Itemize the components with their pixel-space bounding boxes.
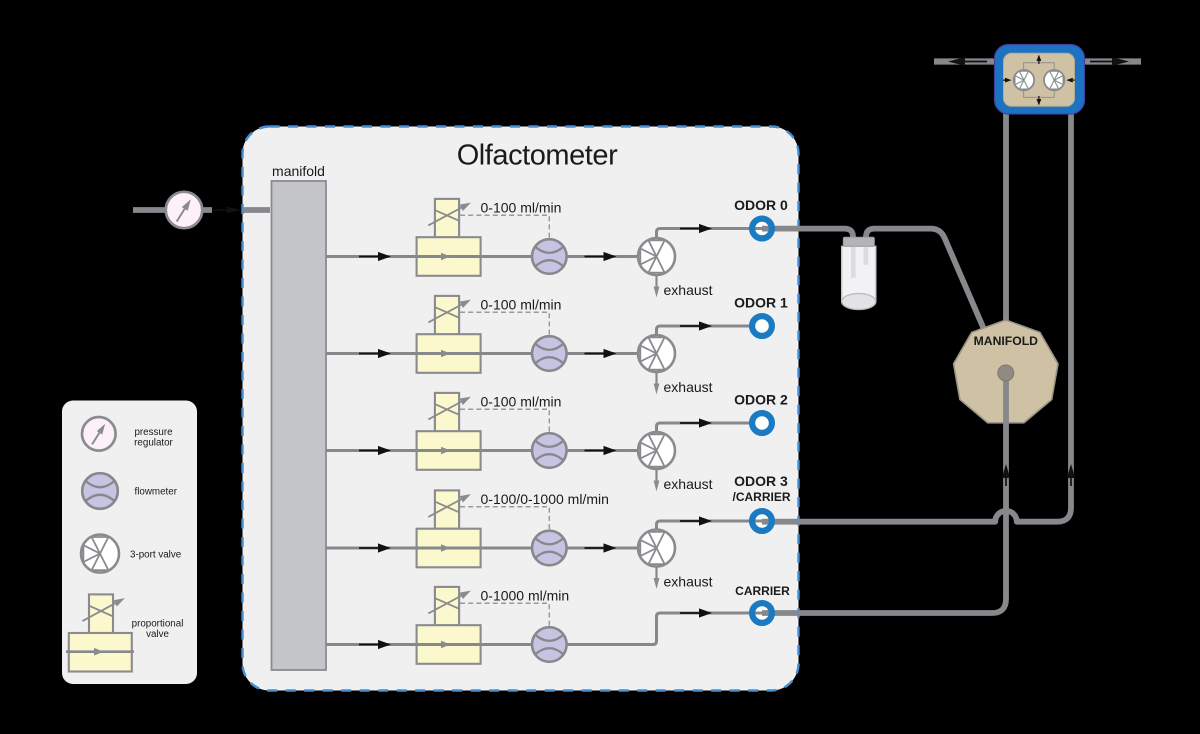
svg-text:proportional: proportional xyxy=(132,618,184,629)
svg-text:flowmeter: flowmeter xyxy=(135,487,178,498)
svg-text:ODOR 0: ODOR 0 xyxy=(734,197,788,213)
svg-text:exhaust: exhaust xyxy=(664,282,713,298)
svg-text:0-100 ml/min: 0-100 ml/min xyxy=(481,199,562,215)
svg-text:0-100 ml/min: 0-100 ml/min xyxy=(481,296,562,312)
svg-text:ODOR 3: ODOR 3 xyxy=(734,473,788,489)
svg-text:/CARRIER: /CARRIER xyxy=(732,490,790,504)
svg-text:ODOR 2: ODOR 2 xyxy=(734,392,788,408)
svg-text:Olfactometer: Olfactometer xyxy=(457,140,618,172)
svg-text:ODOR 1: ODOR 1 xyxy=(734,295,788,311)
svg-text:exhaust: exhaust xyxy=(664,574,713,590)
svg-text:exhaust: exhaust xyxy=(664,379,713,395)
svg-text:valve: valve xyxy=(146,629,169,640)
svg-text:MANIFOLD: MANIFOLD xyxy=(974,334,1039,348)
svg-text:3-port valve: 3-port valve xyxy=(130,550,182,561)
svg-text:exhaust: exhaust xyxy=(664,476,713,492)
svg-text:pressure: pressure xyxy=(134,427,173,438)
svg-text:0-100 ml/min: 0-100 ml/min xyxy=(481,393,562,409)
svg-text:manifold: manifold xyxy=(272,163,325,179)
svg-text:0-100/0-1000 ml/min: 0-100/0-1000 ml/min xyxy=(481,491,609,507)
svg-text:regulator: regulator xyxy=(134,438,173,449)
svg-text:0-1000 ml/min: 0-1000 ml/min xyxy=(481,587,570,603)
svg-text:CARRIER: CARRIER xyxy=(735,584,790,598)
